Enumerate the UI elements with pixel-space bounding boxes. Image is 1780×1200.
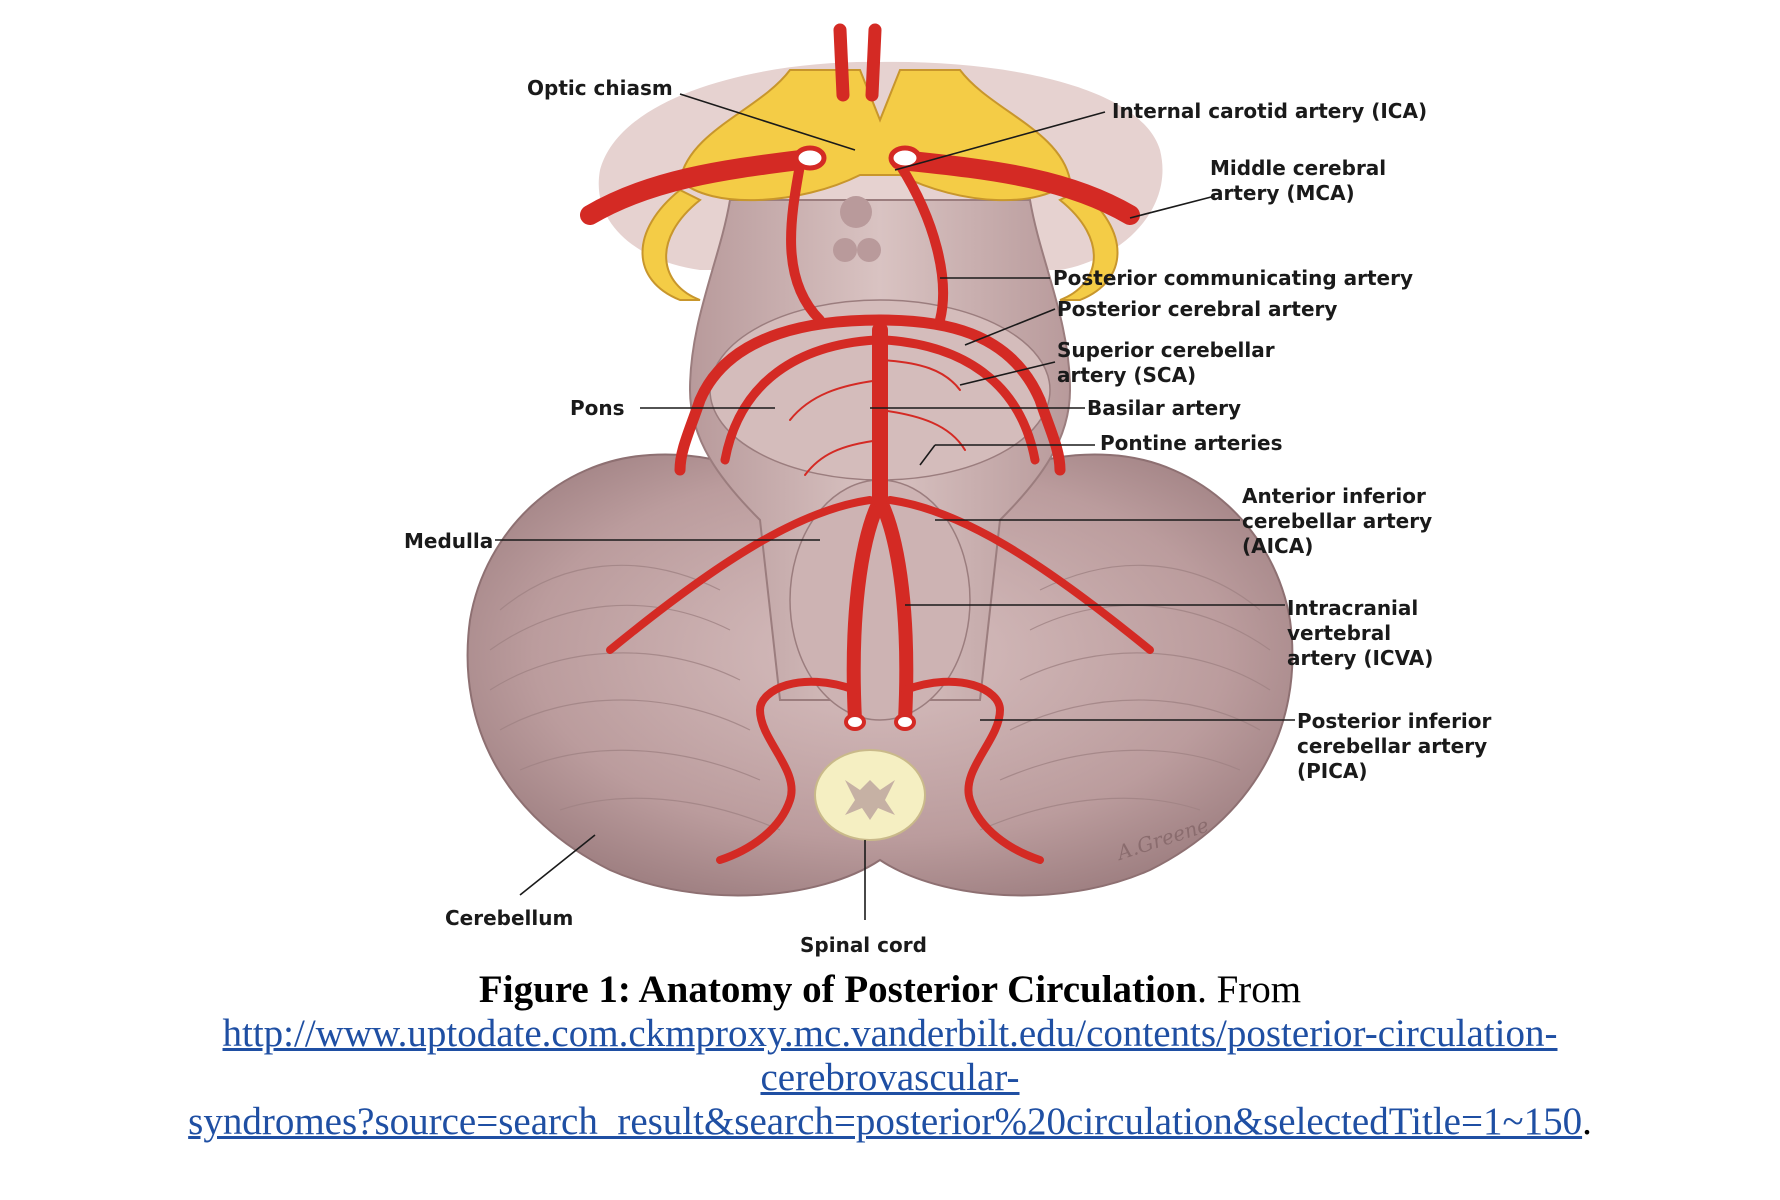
caption-end-period: .: [1582, 1100, 1592, 1143]
label-optic-chiasm: Optic chiasm: [527, 76, 673, 100]
label-aica-2: cerebellar artery: [1242, 509, 1432, 533]
pca-left: [674, 314, 886, 476]
caption-line-3: cerebrovascular-: [0, 1056, 1780, 1100]
label-medulla: Medulla: [404, 529, 493, 553]
label-pca: Posterior cerebral artery: [1057, 297, 1337, 321]
labels: Optic chiasm Internal carotid artery (IC…: [404, 76, 1492, 957]
aica-right: [886, 496, 1154, 654]
vessel-cut-ends: [793, 145, 922, 731]
leader-lines: [495, 93, 1295, 920]
arteries: [580, 23, 1154, 864]
label-aica-3: (AICA): [1242, 534, 1313, 558]
source-link-part-1[interactable]: http://www.uptodate.com.ckmproxy.mc.vand…: [222, 1012, 1558, 1055]
label-pica-2: cerebellar artery: [1297, 734, 1487, 758]
label-pons: Pons: [570, 396, 625, 420]
source-link-part-2[interactable]: cerebrovascular-: [760, 1056, 1020, 1099]
label-pica-3: (PICA): [1297, 759, 1368, 783]
label-basilar: Basilar artery: [1087, 396, 1241, 420]
label-sca-2: artery (SCA): [1057, 363, 1196, 387]
source-link-part-3[interactable]: syndromes?source=search_result&search=po…: [188, 1100, 1583, 1143]
label-icva-3: artery (ICVA): [1287, 646, 1433, 670]
caption-title: Figure 1: Anatomy of Posterior Circulati…: [478, 968, 1198, 1011]
vertebral-right: [873, 493, 914, 727]
caption-line-4: syndromes?source=search_result&search=po…: [0, 1100, 1780, 1144]
vertebral-left: [846, 493, 887, 727]
label-cerebellum: Cerebellum: [445, 906, 573, 930]
caption-from: . From: [1197, 968, 1302, 1011]
pcomm-left: [786, 160, 825, 325]
label-icva-2: vertebral: [1287, 621, 1391, 645]
label-aica-1: Anterior inferior: [1242, 484, 1426, 508]
mca-right: [890, 150, 1140, 225]
spinal-cord: [814, 749, 926, 841]
figure-caption: Figure 1: Anatomy of Posterior Circulati…: [0, 968, 1780, 1144]
label-pcomm: Posterior communicating artery: [1053, 266, 1413, 290]
label-pica-1: Posterior inferior: [1297, 709, 1492, 733]
pica-left: [716, 677, 859, 864]
label-icva-1: Intracranial: [1287, 596, 1418, 620]
mca-left: [580, 150, 810, 225]
aica-left: [606, 496, 874, 654]
pcomm-right: [895, 160, 948, 325]
mammillary-body: [840, 196, 872, 228]
label-spinal-cord: Spinal cord: [800, 933, 927, 957]
anatomy-diagram: A.Greene Optic chiasm Internal carotid a…: [404, 23, 1492, 957]
label-pontine: Pontine arteries: [1100, 431, 1283, 455]
label-mca-1: Middle cerebral: [1210, 156, 1386, 180]
label-ica: Internal carotid artery (ICA): [1112, 99, 1427, 123]
label-mca-2: artery (MCA): [1210, 181, 1355, 205]
label-sca-1: Superior cerebellar: [1057, 338, 1275, 362]
sca-right: [880, 335, 1040, 465]
pontine-branches: [789, 359, 966, 476]
caption-line-2: http://www.uptodate.com.ckmproxy.mc.vand…: [0, 1012, 1780, 1056]
caption-line-1: Figure 1: Anatomy of Posterior Circulati…: [0, 968, 1780, 1012]
pica-right: [901, 677, 1044, 864]
sca-left: [720, 335, 880, 465]
